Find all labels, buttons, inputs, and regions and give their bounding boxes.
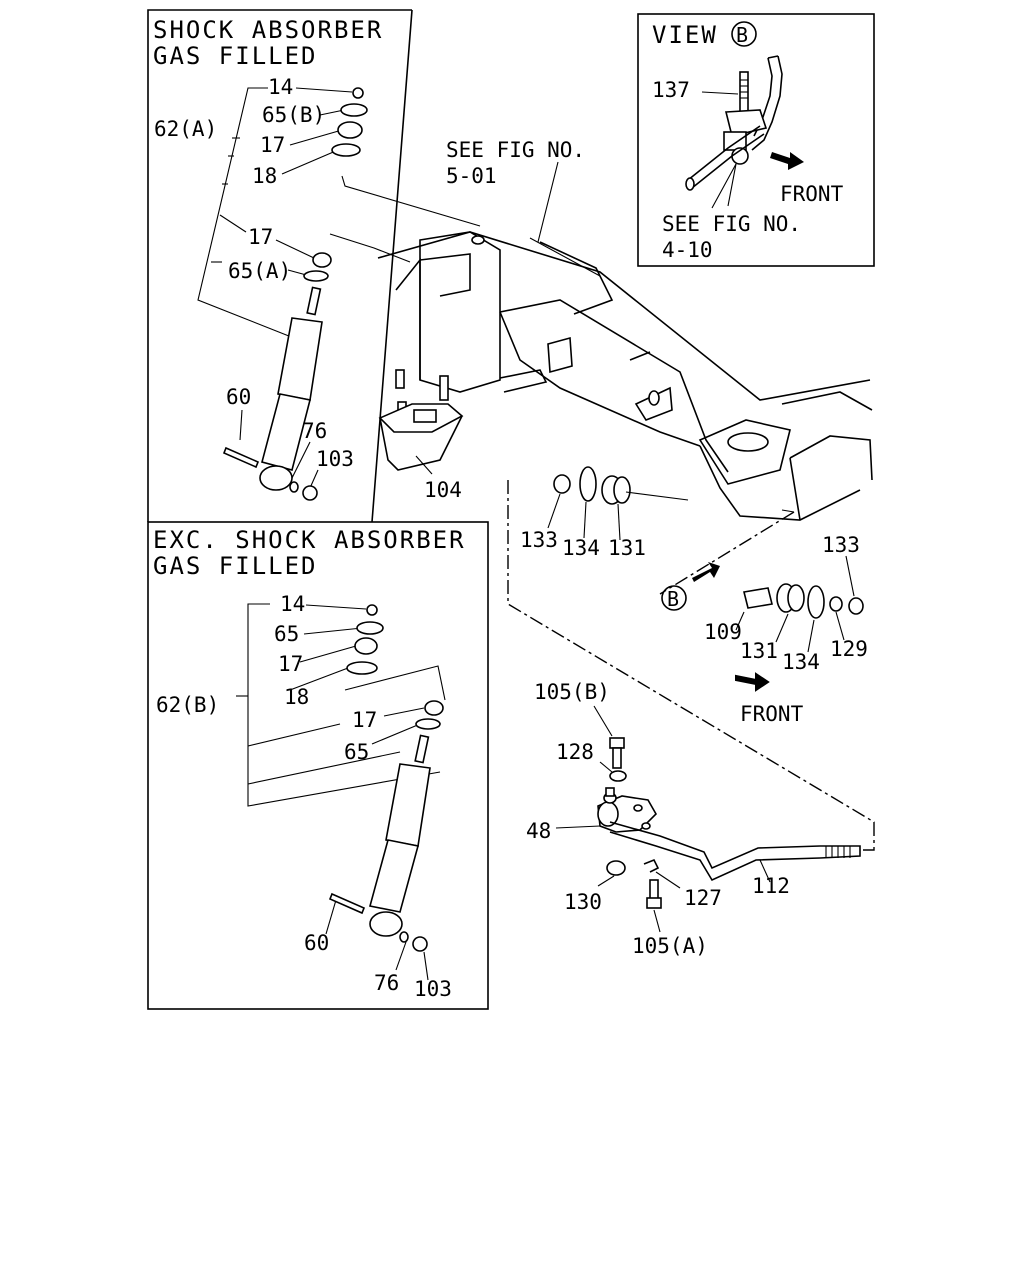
label-exc-62b: 62(B) [156,693,219,717]
label-62a: 62(A) [154,117,217,141]
label-18: 18 [252,164,277,188]
label-109: 109 [704,620,742,644]
label-133a: 133 [520,528,558,552]
label-65b: 65(B) [262,103,325,127]
frame-assembly [329,161,873,521]
view-see-fig-1: SEE FIG NO. [662,212,801,236]
label-exc-17: 17 [278,652,303,676]
bushing-set-upper [547,466,689,541]
bushing-17-icon [337,121,363,139]
view-see-fig-2: 4-10 [662,238,713,262]
label-exc-17-lower: 17 [352,708,377,732]
label-exc-103: 103 [414,977,452,1001]
nut-103-icon [302,485,318,501]
bolt-60-icon [222,446,260,469]
bushing-131-lower-icon [787,584,805,612]
view-b-title: VIEW [652,21,718,49]
bushing-17-lower-icon [312,252,332,268]
arrow-icon [692,562,720,582]
washer-134-lower-icon [807,585,825,619]
front-label-view: FRONT [780,182,844,206]
label-exc-65: 65 [274,622,299,646]
label-76: 76 [302,419,327,443]
label-128: 128 [556,740,594,764]
main-see-fig-1: SEE FIG NO. [446,138,585,162]
label-137: 137 [652,78,690,102]
label-105a: 105(A) [632,934,708,958]
front-label-main: FRONT [740,702,804,726]
view-b-title-letter: B [736,23,748,47]
connector-line-b [659,511,795,595]
label-14: 14 [268,75,293,99]
circle-b-marker [661,585,687,611]
main-see-fig-2: 5-01 [446,164,497,188]
label-127: 127 [684,886,722,910]
sleeve-109-icon [743,587,773,609]
label-131b: 131 [740,639,778,663]
label-exc-65-lower: 65 [344,740,369,764]
panel-exc-gas-filled [147,521,489,1010]
gas-panel-title-1: SHOCK ABSORBER [153,16,383,44]
label-129: 129 [830,637,868,661]
washer-134-icon [579,466,597,502]
nut-14-icon [352,87,364,99]
washer-65a-icon [303,270,329,282]
label-exc-60: 60 [304,931,329,955]
shock-eye-gas [259,465,293,491]
label-exc-76: 76 [374,971,399,995]
front-arrow-view-icon [770,152,804,170]
view-b-letter: B [667,587,679,611]
label-134a: 134 [562,536,600,560]
shock-assembly-gas [197,87,368,501]
label-105b: 105(B) [534,680,610,704]
washer-18-exc-icon [346,661,378,675]
view-b-detail [685,21,804,209]
nut-133-icon [553,474,571,494]
label-130: 130 [564,890,602,914]
label-48: 48 [526,819,551,843]
label-112: 112 [752,874,790,898]
label-17: 17 [260,133,285,157]
exc-panel-title-1: EXC. SHOCK ABSORBER [153,526,466,554]
washer-65b-icon [340,103,368,117]
nut-14-exc-icon [366,604,378,616]
label-exc-18: 18 [284,685,309,709]
label-104: 104 [424,478,462,502]
label-133b: 133 [822,533,860,557]
label-131a: 131 [608,536,646,560]
shock-assembly-exc [236,603,446,981]
view-b-circle-icon [731,21,757,47]
connector-line [507,480,875,851]
label-60: 60 [226,385,251,409]
panel-view-b [637,13,875,267]
exc-panel-title-2: GAS FILLED [153,552,318,580]
nut-133-lower-icon [848,597,864,615]
label-exc-14: 14 [280,592,305,616]
washer-18-icon [331,143,361,157]
label-65a: 65(A) [228,259,291,283]
front-arrow-icon [735,672,770,692]
label-134b: 134 [782,650,820,674]
link-assembly [555,705,861,933]
gas-panel-title-2: GAS FILLED [153,42,318,70]
label-17-lower: 17 [248,225,273,249]
label-103: 103 [316,447,354,471]
panel-gas-filled [147,9,413,523]
washer-65-exc-icon [356,621,384,635]
view-b-marker: B [661,562,720,611]
bushing-17-exc-icon [354,637,378,655]
bushing-set-lower [735,555,864,653]
